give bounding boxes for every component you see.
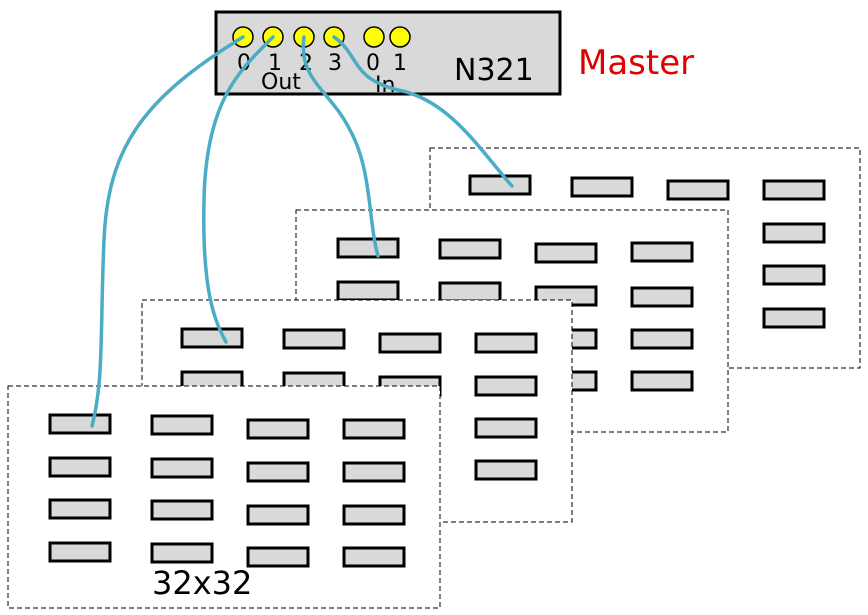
- board-4-chip: [762, 264, 826, 286]
- board-1-chip: [48, 498, 112, 520]
- in-port-1-label: 1: [393, 51, 407, 76]
- board-2-chip: [282, 328, 346, 350]
- board-3-chip: [630, 241, 694, 263]
- master-model-label: N321: [454, 53, 534, 88]
- board-2-chip: [474, 332, 538, 354]
- board-1-chip: [246, 504, 310, 526]
- board-4-chip: [468, 174, 532, 196]
- board-1-chip: [150, 542, 214, 564]
- out-port-3-label: 3: [328, 51, 342, 76]
- cable-out0-board1: [90, 35, 245, 428]
- board-4-chip: [762, 222, 826, 244]
- out-port-1-label: 1: [268, 51, 282, 76]
- board-2-chip: [474, 417, 538, 439]
- board-3-chip: [438, 238, 502, 260]
- board-1-chip: [342, 461, 406, 483]
- board-1-chip: [342, 504, 406, 526]
- board-3-chip: [630, 286, 694, 308]
- board-1-chip: [342, 546, 406, 568]
- board-4-chips: [468, 174, 826, 329]
- board-1-chips: [48, 413, 406, 568]
- board-3-chip: [438, 281, 502, 303]
- board-2-chip: [474, 459, 538, 481]
- board-1-chip: [246, 461, 310, 483]
- board-1-chip: [150, 457, 214, 479]
- board-1: 32x32: [7, 385, 441, 609]
- board-caption: 32x32: [152, 564, 252, 602]
- in-ports: [363, 26, 411, 48]
- cable-out2-board3: [301, 35, 380, 258]
- board-4-chip: [666, 179, 730, 201]
- board-1-chip: [150, 414, 214, 436]
- in-port-0-label: 0: [366, 51, 380, 76]
- board-3-chip: [336, 280, 400, 302]
- board-1-chip: [246, 418, 310, 440]
- board-4-chip: [762, 179, 826, 201]
- board-4-chip: [570, 176, 634, 198]
- board-2-chip: [378, 332, 442, 354]
- board-3-chip: [336, 237, 400, 259]
- board-1-chip: [48, 456, 112, 478]
- cable-out1-board2: [202, 35, 275, 344]
- board-2-chip: [180, 327, 244, 349]
- board-1-chip: [48, 413, 112, 435]
- board-3-chip: [534, 242, 598, 264]
- board-1-chip: [48, 541, 112, 563]
- master-unit: 0 1 2 3 0 1 Out In N321: [214, 10, 562, 98]
- board-3-chip: [630, 370, 694, 392]
- master-role-label: Master: [578, 43, 694, 83]
- board-2-chip: [474, 375, 538, 397]
- in-port-1-connector: [389, 26, 411, 48]
- cables: [90, 35, 514, 428]
- board-4-chip: [762, 307, 826, 329]
- in-port-0-connector: [363, 26, 385, 48]
- board-3-chip: [630, 328, 694, 350]
- board-1-chip: [246, 546, 310, 568]
- out-group-label: Out: [261, 70, 301, 95]
- cable-out3-board4: [332, 35, 514, 188]
- board-1-chip: [150, 499, 214, 521]
- master-box: [214, 10, 562, 96]
- board-1-chip: [342, 418, 406, 440]
